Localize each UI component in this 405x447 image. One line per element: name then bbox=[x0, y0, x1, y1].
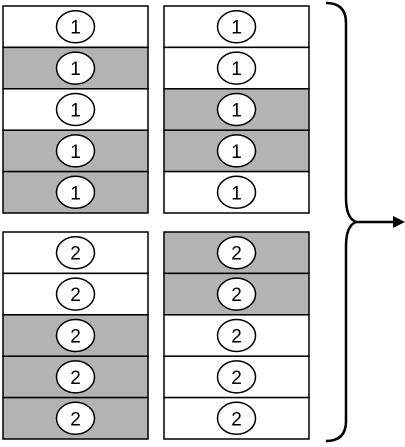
cell-circle bbox=[216, 175, 257, 210]
cell-g2-c2-r4: 2 bbox=[163, 355, 310, 399]
cell-label: 2 bbox=[231, 244, 242, 265]
cell-circle bbox=[55, 318, 96, 353]
cell-label: 2 bbox=[70, 285, 81, 306]
cell-g2-c2-r2: 2 bbox=[163, 272, 310, 316]
cell-g1-c2-r3: 1 bbox=[163, 88, 310, 131]
cell-g2-c2-r3: 2 bbox=[163, 314, 310, 357]
cell-g1-c2-r2: 1 bbox=[163, 46, 310, 90]
cell-circle bbox=[216, 235, 257, 270]
cell-g2-c1-r2: 2 bbox=[2, 272, 149, 316]
cell-g1-c1-r1: 1 bbox=[2, 5, 149, 49]
cell-label: 1 bbox=[231, 183, 242, 204]
cell-g2-c1-r5: 2 bbox=[2, 396, 149, 440]
cell-label: 1 bbox=[70, 18, 81, 39]
cell-g1-c1-r4: 1 bbox=[2, 129, 149, 173]
curly-brace bbox=[325, 1, 360, 443]
cell-circle bbox=[55, 134, 96, 168]
cell-circle bbox=[216, 360, 257, 394]
cell-g2-c1-r1: 2 bbox=[2, 231, 149, 275]
cell-label: 1 bbox=[70, 59, 81, 80]
cell-label: 1 bbox=[231, 59, 242, 80]
cell-g1-c1-r3: 1 bbox=[2, 88, 149, 131]
cell-circle bbox=[216, 277, 257, 311]
cell-g2-c1-r4: 2 bbox=[2, 355, 149, 399]
arrow-head bbox=[393, 216, 405, 228]
cell-label: 1 bbox=[70, 183, 81, 204]
cell-label: 2 bbox=[70, 327, 81, 348]
cell-label: 2 bbox=[231, 409, 242, 430]
cell-circle bbox=[55, 235, 96, 270]
cell-label: 2 bbox=[70, 409, 81, 430]
cell-label: 1 bbox=[70, 142, 81, 163]
cell-circle bbox=[216, 92, 257, 127]
cell-g2-c2-r1: 2 bbox=[163, 231, 310, 275]
cell-g2-c1-r3: 2 bbox=[2, 314, 149, 357]
cell-circle bbox=[55, 175, 96, 210]
cell-circle bbox=[216, 9, 257, 44]
cell-g1-c2-r4: 1 bbox=[163, 129, 310, 173]
cell-label: 1 bbox=[231, 101, 242, 122]
cell-circle bbox=[55, 9, 96, 44]
cell-g1-c2-r1: 1 bbox=[163, 5, 310, 49]
cell-circle bbox=[55, 92, 96, 127]
cells-layer: 1 1 1 1 1 1 1 1 1 1 2 2 2 2 2 2 2 2 2 2 bbox=[2, 5, 310, 440]
cell-label: 2 bbox=[70, 244, 81, 265]
cell-circle bbox=[216, 318, 257, 353]
cell-g2-c2-r5: 2 bbox=[163, 396, 310, 440]
cell-circle bbox=[55, 51, 96, 85]
cell-label: 1 bbox=[70, 101, 81, 122]
cell-label: 2 bbox=[70, 368, 81, 389]
cell-label: 1 bbox=[231, 18, 242, 39]
cell-g1-c2-r5: 1 bbox=[163, 170, 310, 214]
cell-circle bbox=[55, 360, 96, 394]
cell-g1-c1-r2: 1 bbox=[2, 46, 149, 90]
cell-circle bbox=[216, 51, 257, 85]
cell-circle bbox=[216, 401, 257, 436]
cell-label: 2 bbox=[231, 368, 242, 389]
cell-label: 2 bbox=[231, 327, 242, 348]
cell-g1-c1-r5: 1 bbox=[2, 170, 149, 214]
cell-label: 2 bbox=[231, 285, 242, 306]
cell-circle bbox=[216, 134, 257, 168]
cell-label: 1 bbox=[231, 142, 242, 163]
cell-circle bbox=[55, 401, 96, 436]
cell-circle bbox=[55, 277, 96, 311]
